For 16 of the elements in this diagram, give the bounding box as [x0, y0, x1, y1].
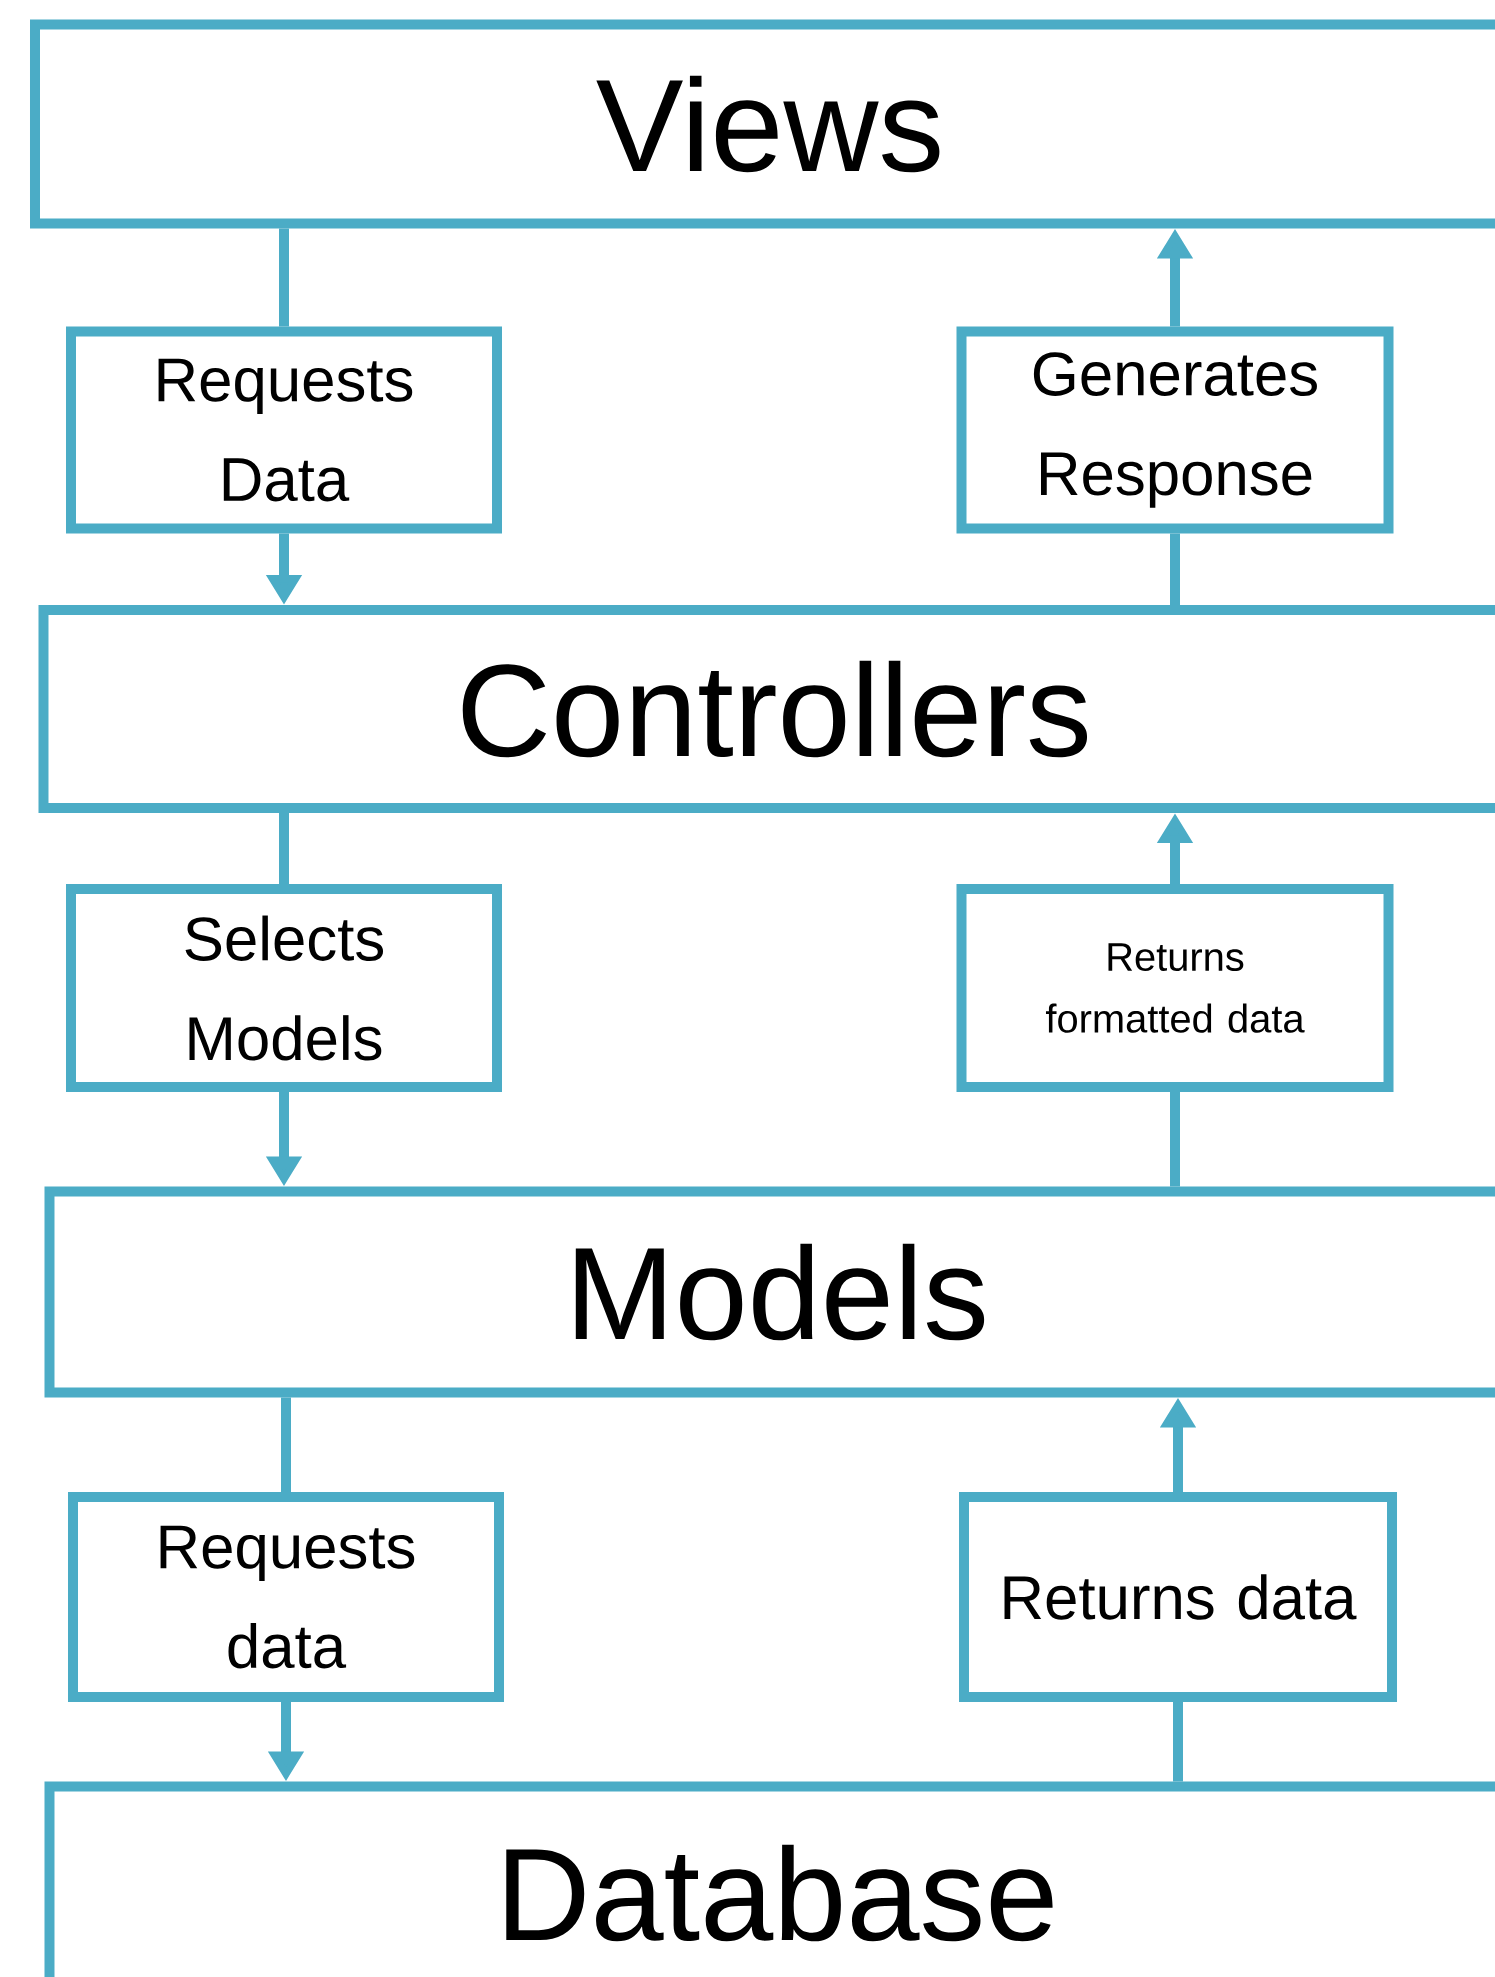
connector-line: [1173, 1702, 1183, 1782]
layer-box: Database: [44, 1781, 1495, 1977]
layer-box: Views: [30, 19, 1495, 229]
step-box: Returns formatted data: [956, 884, 1394, 1092]
step-box: Requests data: [68, 1492, 504, 1702]
connector-line: [281, 1397, 291, 1492]
layer-box: Models: [44, 1186, 1495, 1398]
connector-line: [1170, 1092, 1180, 1187]
layer-box: Controllers: [38, 605, 1495, 813]
step-box: Generates Response: [956, 326, 1394, 534]
connector-line: [279, 813, 289, 884]
connector-line: [279, 228, 289, 327]
step-box: Selects Models: [66, 884, 502, 1092]
step-box: Requests Data: [66, 326, 502, 534]
connector-line: [1170, 533, 1180, 605]
step-box: Returns data: [959, 1492, 1397, 1702]
